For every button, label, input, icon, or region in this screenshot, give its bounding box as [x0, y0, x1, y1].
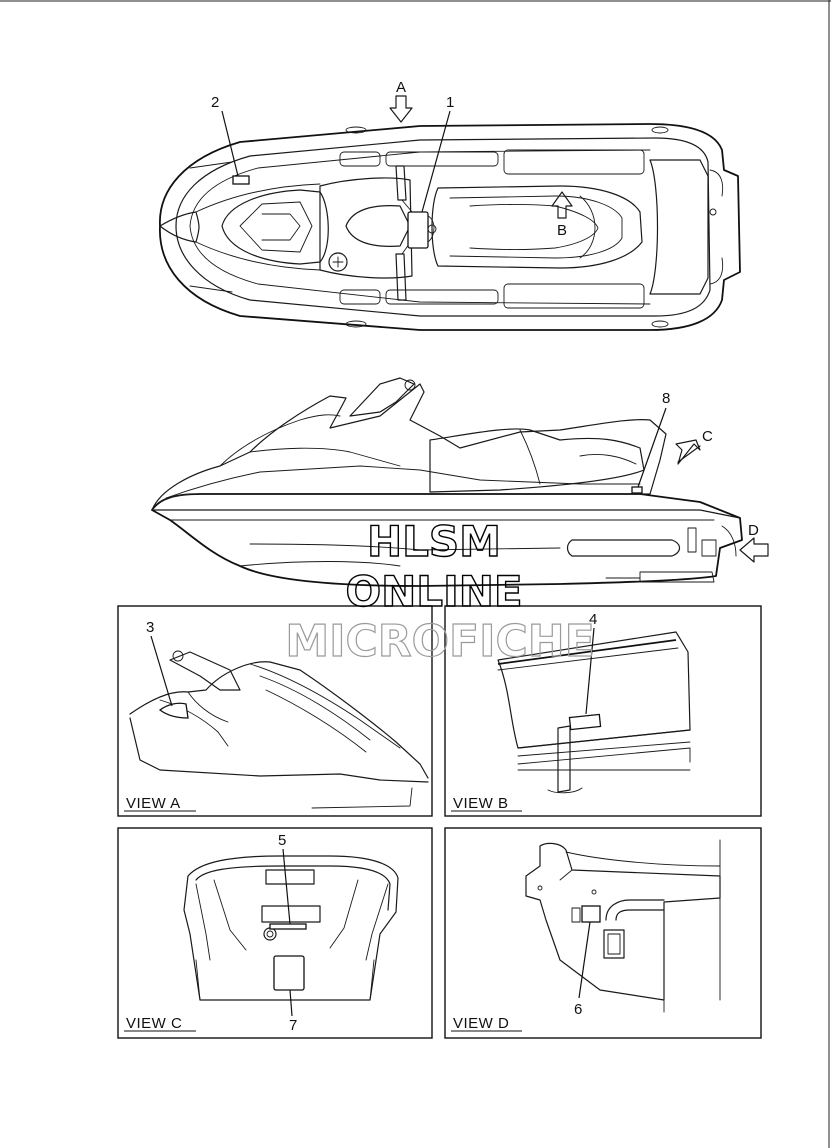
side-view-watercraft [151, 377, 743, 587]
view-a-arrow-label: A [396, 79, 406, 96]
callout-2: 2 [211, 94, 239, 177]
view-d-title: VIEW D [453, 1015, 509, 1032]
view-d-arrow: D [739, 522, 769, 563]
callout-8-number: 8 [662, 390, 670, 407]
panel-view-c: 5 7 VIEW C [117, 827, 433, 1039]
view-c-title: VIEW C [126, 1015, 182, 1032]
callout-3-number: 3 [146, 619, 154, 636]
view-d-arrow-label: D [748, 522, 759, 539]
callout-7-number: 7 [289, 1017, 297, 1034]
watermark-line-3: MICROFICHE [285, 616, 594, 667]
view-a-title: VIEW A [126, 795, 181, 812]
callout-1: 1 [421, 94, 454, 213]
callout-1-number: 1 [446, 94, 454, 111]
watermark-line-2: ONLINE [345, 567, 522, 616]
view-b-arrow-label: B [557, 222, 567, 239]
panel-view-a: 3 VIEW A [117, 605, 433, 817]
view-a-arrow: A [389, 79, 413, 123]
view-b-arrow: B [551, 191, 573, 239]
panel-view-d: 6 VIEW D [444, 827, 762, 1039]
callout-6-number: 6 [574, 1001, 582, 1018]
watermark: HLSM ONLINE MICROFICHE [285, 516, 596, 667]
view-b-title: VIEW B [453, 795, 509, 812]
callout-8: 8 [637, 390, 670, 488]
view-c-arrow: C [675, 428, 713, 465]
top-view-watercraft [159, 123, 741, 331]
callout-2-number: 2 [211, 94, 219, 111]
callout-5-number: 5 [278, 832, 286, 849]
panel-view-b: 4 VIEW B [444, 605, 762, 817]
view-c-arrow-label: C [702, 428, 713, 445]
callout-4-number: 4 [589, 611, 597, 628]
watermark-line-1: HLSM [367, 517, 501, 566]
